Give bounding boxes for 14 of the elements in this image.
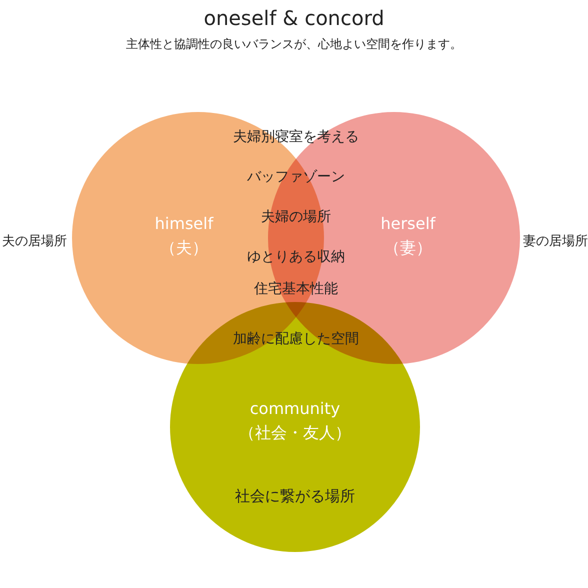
circle-label: herself （妻） xyxy=(380,213,436,259)
side-label: 妻の居場所 xyxy=(523,233,588,250)
area-label: バッファゾーン xyxy=(247,168,345,186)
area-label: 住宅基本性能 xyxy=(254,280,338,298)
title: oneself & concord xyxy=(202,6,386,30)
subtitle: 主体性と協調性の良いバランスが、心地よい空間を作ります。 xyxy=(126,36,462,53)
area-label: 加齢に配慮した空間 xyxy=(233,330,359,348)
circle-label: himself （夫） xyxy=(154,213,214,259)
area-label: 夫婦別寝室を考える xyxy=(233,128,359,146)
circle-caption: 社会に繋がる場所 xyxy=(235,487,355,506)
area-label: 夫婦の場所 xyxy=(261,208,331,226)
side-label: 夫の居場所 xyxy=(2,233,67,250)
area-label: ゆとりある収納 xyxy=(247,248,345,266)
circle-label: community （社会・友人） xyxy=(239,398,351,444)
